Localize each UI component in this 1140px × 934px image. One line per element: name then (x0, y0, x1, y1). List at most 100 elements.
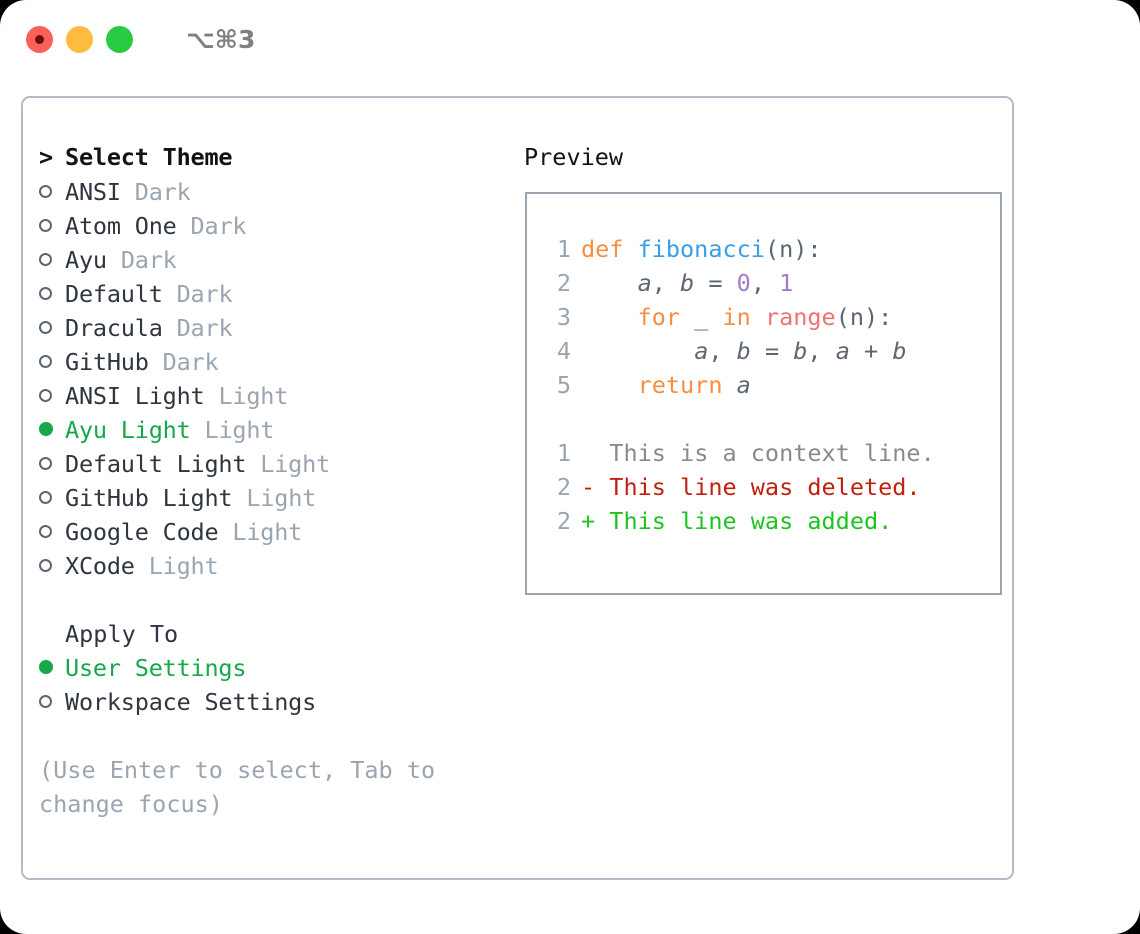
theme-name-label: Default Light (65, 450, 247, 478)
radio-unselected-icon[interactable] (39, 685, 65, 719)
apply-to-item[interactable]: Workspace Settings (39, 685, 504, 719)
apply-to-item[interactable]: User Settings (39, 651, 504, 685)
radio-unselected-icon[interactable] (39, 311, 65, 345)
theme-list-item[interactable]: Google Code Light (39, 515, 504, 549)
diff-line: 2- This line was deleted. (549, 470, 1000, 504)
theme-list-item[interactable]: ANSI Light Light (39, 379, 504, 413)
code-token-punct: (n): (764, 235, 822, 263)
radio-unselected-icon[interactable] (39, 515, 65, 549)
apply-to-title: Apply To (65, 620, 179, 648)
theme-list-item[interactable]: XCode Light (39, 549, 504, 583)
radio-mark (39, 287, 52, 300)
radio-mark (39, 457, 52, 470)
radio-unselected-icon[interactable] (39, 549, 65, 583)
radio-unselected-icon[interactable] (39, 447, 65, 481)
title-bar: ⌥⌘3 (0, 0, 1140, 78)
diff-text: This line was added. (595, 507, 893, 535)
code-token-var: b (680, 269, 695, 297)
theme-list-item[interactable]: GitHub Light Light (39, 481, 504, 515)
theme-variant-tag: Light (218, 382, 289, 410)
close-button[interactable] (26, 25, 53, 53)
theme-list-item[interactable]: Ayu Light Light (39, 413, 504, 447)
theme-list-item[interactable]: ANSI Dark (39, 175, 504, 209)
theme-variant-tag: Dark (176, 314, 233, 342)
radio-unselected-icon[interactable] (39, 481, 65, 515)
code-token-kw: return (637, 371, 723, 399)
code-token-punct (751, 303, 765, 331)
select-theme-header: >Select Theme (39, 140, 504, 174)
radio-selected-icon[interactable] (39, 651, 65, 685)
code-token-punct (581, 337, 694, 365)
code-token-punct (581, 371, 638, 399)
diff-line: 2 + This line was added. (549, 504, 1000, 538)
theme-variant-tag: Dark (120, 246, 177, 274)
radio-unselected-icon[interactable] (39, 277, 65, 311)
diff-sample: 1 This is a context line.2- This line wa… (549, 436, 1000, 538)
theme-variant-tag: Light (232, 518, 303, 546)
line-number: 2 (556, 473, 571, 501)
code-token-kw: for (637, 303, 681, 331)
radio-mark (39, 321, 52, 334)
theme-name-label: ANSI (65, 178, 121, 206)
code-token-var: b (736, 337, 751, 365)
theme-list-item[interactable]: Atom One Dark (39, 209, 504, 243)
zoom-button[interactable] (106, 25, 133, 53)
code-token-punct: , (807, 337, 836, 365)
code-token-num: 1 (779, 269, 794, 297)
code-line: 4 a, b = b, a + b (549, 334, 1000, 368)
code-token-var: b (892, 337, 907, 365)
line-number: 2 (556, 269, 571, 297)
theme-list-item[interactable]: Default Dark (39, 277, 504, 311)
line-number: 3 (556, 303, 571, 331)
apply-to-header: Apply To (39, 617, 504, 651)
theme-list-item[interactable]: Default Light Light (39, 447, 504, 481)
diff-line: 1 This is a context line. (549, 436, 1000, 470)
radio-unselected-icon[interactable] (39, 209, 65, 243)
select-theme-title: Select Theme (65, 143, 233, 171)
radio-selected-icon[interactable] (39, 413, 65, 447)
radio-unselected-icon[interactable] (39, 345, 65, 379)
theme-name-label: Ayu (65, 246, 107, 274)
theme-list-item[interactable]: Ayu Dark (39, 243, 504, 277)
code-token-var: a (637, 269, 652, 297)
radio-mark (39, 695, 52, 708)
theme-name-label: XCode (65, 552, 135, 580)
radio-unselected-icon[interactable] (39, 175, 65, 209)
apply-to-label: Workspace Settings (65, 688, 317, 716)
theme-list-item[interactable]: GitHub Dark (39, 345, 504, 379)
code-line: 3 for _ in range(n): (549, 300, 1000, 334)
radio-unselected-icon[interactable] (39, 243, 65, 277)
apply-to-label: User Settings (65, 654, 247, 682)
code-token-punct: = (750, 337, 794, 365)
line-number: 2 (556, 507, 571, 535)
code-token-punct (581, 303, 638, 331)
minimize-button[interactable] (66, 25, 93, 53)
code-token-punct: (n): (835, 303, 893, 331)
theme-variant-tag: Dark (162, 348, 219, 376)
code-token-punct: , (651, 269, 681, 297)
theme-name-label: Dracula (65, 314, 163, 342)
list-spacer (39, 583, 504, 617)
theme-list-item[interactable]: Dracula Dark (39, 311, 504, 345)
code-token-kw: def (581, 235, 638, 263)
theme-variant-tag: Dark (176, 280, 233, 308)
radio-unselected-icon[interactable] (39, 379, 65, 413)
diff-sign: + (581, 507, 596, 535)
theme-variant-tag: Light (204, 416, 275, 444)
theme-name-label: Default (65, 280, 163, 308)
code-token-punct: + (849, 337, 893, 365)
theme-variant-tag: Light (246, 484, 317, 512)
radio-mark (39, 355, 52, 368)
radio-mark (39, 422, 53, 436)
theme-name-label: GitHub Light (65, 484, 233, 512)
code-token-punct: , (708, 337, 737, 365)
traffic-light-group (26, 25, 133, 53)
keyboard-hint-text: (Use Enter to select, Tab to change focu… (39, 756, 450, 818)
theme-variant-tag: Light (260, 450, 331, 478)
theme-variant-tag: Light (148, 552, 219, 580)
